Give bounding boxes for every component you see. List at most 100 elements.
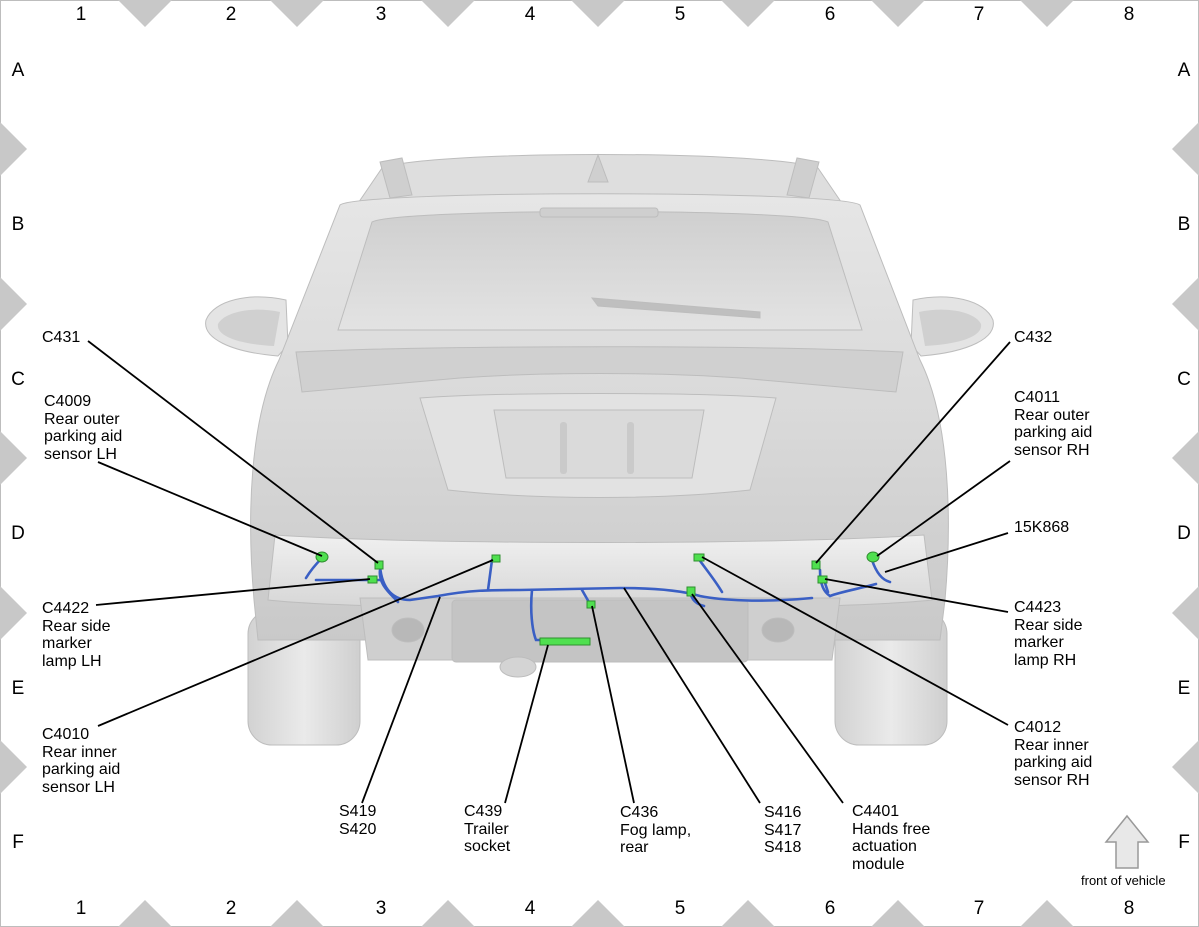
callout-s416-line-2: S417 (764, 821, 802, 839)
callout-c4009-line-4: sensor LH (44, 445, 117, 463)
callout-c4401-line-4: module (852, 855, 905, 873)
callout-c4010: C4010 Rear inner parking aid sensor LH (42, 726, 120, 796)
front-of-vehicle-arrow (1104, 814, 1150, 869)
grid-col-5-bottom: 5 (674, 898, 686, 919)
connector-c4401 (686, 586, 696, 597)
grid-row-a-right: A (1177, 60, 1191, 81)
callout-c4011: C4011 Rear outer parking aid sensor RH (1014, 389, 1092, 459)
callout-c4011-line-2: Rear outer (1014, 406, 1090, 424)
grid-col-4-bottom: 4 (524, 898, 536, 919)
callout-c4422-line-2: Rear side (42, 617, 111, 635)
callout-c4422-line-4: lamp LH (42, 652, 102, 670)
callout-c4010-line-3: parking aid (42, 761, 121, 778)
grid-row-d-left: D (11, 523, 25, 544)
callout-c4422-line-1: C4422 (42, 600, 90, 617)
connectors (315, 551, 880, 646)
callout-c4012: C4012 Rear inner parking aid sensor RH (1014, 719, 1092, 789)
callout-c439-line-2: Trailer (464, 820, 509, 838)
grid-col-6-bottom: 6 (824, 898, 836, 919)
callout-c4423-line-4: lamp RH (1014, 651, 1077, 669)
grid-col-3-top: 3 (375, 4, 387, 25)
connector-c4010 (491, 554, 501, 563)
callout-c4423-line-1: C4423 (1014, 599, 1062, 616)
callout-s419: S419 S420 (339, 803, 376, 838)
front-of-vehicle-label: front of vehicle (1081, 873, 1166, 888)
callout-c4010-line-2: Rear inner (42, 743, 117, 761)
vehicle-rear-view (205, 153, 994, 746)
connector-c431 (374, 560, 384, 570)
callout-c436-line-2: Fog lamp, (620, 821, 692, 839)
roof-rail-left (379, 157, 413, 199)
grid-col-2-top: 2 (225, 4, 237, 25)
high-mount-brake-lamp (539, 207, 659, 218)
grid-markers-bottom (118, 900, 1074, 927)
rear-wiper (590, 297, 761, 319)
grid-markers-top (118, 0, 1074, 27)
callout-c4423-line-2: Rear side (1014, 616, 1083, 634)
connector-c432 (811, 560, 821, 570)
grid-row-b-right: B (1177, 214, 1191, 235)
tail-lamp-bar (295, 346, 904, 393)
callout-15k868-line-1: 15K868 (1014, 519, 1070, 536)
callout-c4011-line-3: parking aid (1014, 424, 1093, 441)
callout-s416-line-1: S416 (764, 804, 802, 821)
roof-rail-right (786, 157, 820, 199)
connector-c436 (586, 600, 596, 609)
callout-c4422: C4422 Rear side marker lamp LH (42, 600, 110, 670)
grid-col-5-top: 5 (674, 4, 686, 25)
callout-c432-line-1: C432 (1014, 329, 1053, 346)
shark-fin-antenna (587, 153, 609, 183)
grid-row-c-left: C (11, 369, 25, 390)
grid-col-4-top: 4 (524, 4, 536, 25)
callout-c4009-line-3: parking aid (44, 428, 123, 445)
callout-c4012-line-1: C4012 (1014, 719, 1062, 736)
grid-col-7-bottom: 7 (973, 898, 985, 919)
grid-col-8-bottom: 8 (1123, 898, 1135, 919)
callout-s416: S416 S417 S418 (764, 804, 801, 857)
callout-c431: C431 (42, 329, 80, 347)
grid-col-3-bottom: 3 (375, 898, 387, 919)
grid-row-e-left: E (11, 678, 25, 699)
callout-c4009-line-1: C4009 (44, 393, 92, 410)
callout-s419-line-2: S420 (339, 820, 377, 838)
grid-row-a-left: A (11, 60, 25, 81)
connector-c439 (539, 637, 591, 646)
callout-s419-line-1: S419 (339, 803, 377, 820)
left-exhaust-tip (391, 617, 425, 643)
callout-c439-line-3: socket (464, 838, 511, 855)
connector-c4011 (866, 551, 880, 563)
leader-lines (87, 340, 1011, 804)
callout-c436-line-1: C436 (620, 804, 659, 821)
grid-col-8-top: 8 (1123, 4, 1135, 25)
grid-row-f-right: F (1178, 832, 1190, 853)
grid-row-f-left: F (12, 832, 24, 853)
callout-c4401-line-3: actuation (852, 838, 917, 855)
tow-hitch (499, 656, 537, 678)
grid-col-1-bottom: 1 (75, 898, 87, 919)
callout-c4012-line-2: Rear inner (1014, 736, 1089, 754)
grid-row-c-right: C (1177, 369, 1191, 390)
callout-c439-line-1: C439 (464, 803, 503, 820)
callout-s416-line-3: S418 (764, 839, 802, 856)
spare-tire-well (451, 599, 749, 663)
callout-c4423-line-3: marker (1014, 634, 1064, 651)
callout-c431-line-1: C431 (42, 329, 81, 346)
callout-c4423: C4423 Rear side marker lamp RH (1014, 599, 1082, 669)
callout-c4010-line-1: C4010 (42, 726, 90, 743)
callout-c436-line-3: rear (620, 839, 649, 856)
grid-markers-right (1172, 122, 1199, 794)
grid-col-7-top: 7 (973, 4, 985, 25)
grid-markers-left (0, 122, 27, 794)
grid-row-e-right: E (1177, 678, 1191, 699)
callout-c4422-line-3: marker (42, 635, 92, 652)
callout-c4009-line-2: Rear outer (44, 410, 120, 428)
callout-c4012-line-4: sensor RH (1014, 771, 1090, 789)
callout-c4011-line-4: sensor RH (1014, 441, 1090, 459)
callout-c4012-line-3: parking aid (1014, 754, 1093, 771)
callout-c4401-line-1: C4401 (852, 803, 900, 820)
callout-c439: C439 Trailer socket (464, 803, 510, 856)
grid-col-1-top: 1 (75, 4, 87, 25)
callout-c4011-line-1: C4011 (1014, 389, 1060, 406)
grid-row-d-right: D (1177, 523, 1191, 544)
